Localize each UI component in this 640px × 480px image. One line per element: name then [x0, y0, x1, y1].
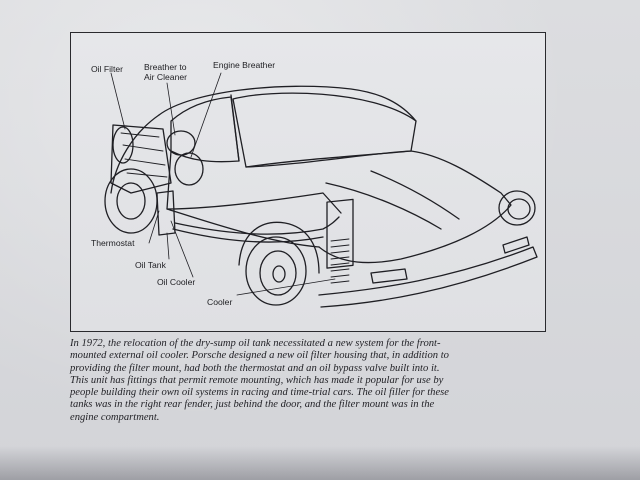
- caption-line: tanks was in the right rear fender, just…: [70, 399, 435, 411]
- leader-lines: [110, 72, 336, 296]
- label-thermostat: Thermostat: [91, 238, 135, 248]
- caption-line: mounted external oil cooler. Porsche des…: [70, 350, 449, 362]
- label-breather-line1: Breather to: [144, 62, 187, 72]
- rear-wheel: [104, 168, 158, 234]
- oil-line-forward-2: [172, 228, 324, 243]
- oil-filter-unit: [112, 126, 134, 164]
- engine-breather-housing: [174, 152, 204, 186]
- car-roof-line: [158, 85, 417, 122]
- figure-caption: In 1972, the relocation of the dry-sump …: [70, 338, 570, 424]
- label-cooler: Cooler: [207, 297, 233, 307]
- caption-line: providing the filter mount, had both the…: [70, 362, 440, 374]
- headlight: [498, 190, 536, 226]
- front-wheel: [245, 236, 307, 306]
- grille-right: [502, 236, 530, 254]
- hood-crease: [325, 170, 460, 230]
- grille-left: [370, 268, 408, 284]
- oil-tank: [156, 190, 176, 236]
- page-shadow: [0, 446, 640, 480]
- caption-line: In 1972, the relocation of the dry-sump …: [70, 338, 441, 349]
- engine-block: [110, 124, 172, 194]
- caption-line: people building their own oil systems in…: [70, 387, 449, 399]
- door-window: [170, 96, 240, 163]
- label-breather-line2: Air Cleaner: [144, 72, 187, 82]
- label-oil-cooler: Oil Cooler: [157, 277, 196, 287]
- caption-line: This unit has fittings that permit remot…: [70, 374, 444, 386]
- oil-line-rocker: [166, 192, 342, 214]
- front-cooler: [326, 198, 354, 269]
- label-engine-breather: Engine Breather: [213, 60, 276, 70]
- figure-frame: Oil Filter Breather to Air Cleaner Engin…: [70, 32, 546, 332]
- label-oil-tank: Oil Tank: [135, 260, 166, 270]
- front-bumper: [318, 246, 538, 308]
- front-hood: [245, 150, 512, 264]
- oil-line-forward: [174, 216, 340, 235]
- label-oil-filter: Oil Filter: [91, 64, 123, 74]
- air-cleaner: [166, 130, 196, 156]
- porsche-oil-system-drawing: [104, 72, 538, 308]
- caption-line: engine compartment.: [70, 411, 160, 423]
- windshield: [230, 92, 417, 168]
